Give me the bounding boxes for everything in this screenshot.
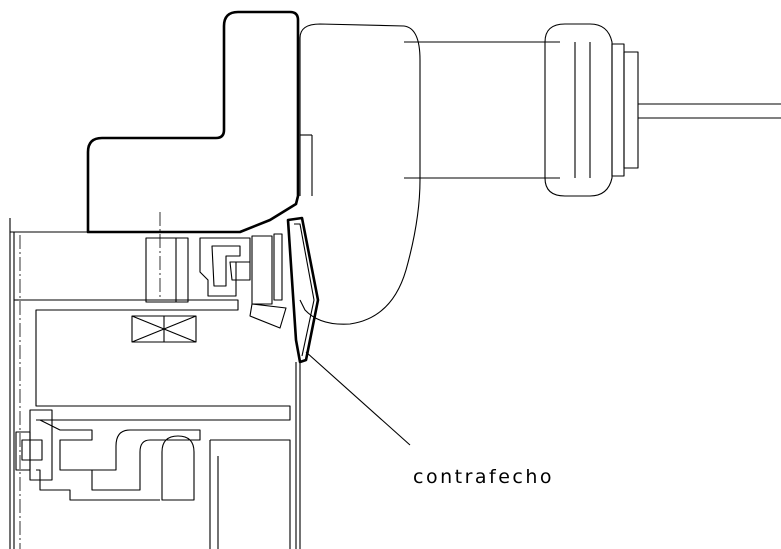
frame-lower-profile: [36, 419, 291, 549]
bolt-nut: [131, 315, 197, 343]
callout-label: contrafecho: [413, 466, 554, 488]
handle-end-cap: [611, 43, 625, 177]
side-clip: [15, 409, 53, 481]
frame-profile-inner: [18, 299, 291, 421]
handle-spindle: [638, 103, 781, 119]
gasket-seal: [199, 233, 287, 329]
bolt-shaft: [145, 237, 189, 303]
lock-body: [86, 10, 300, 234]
callout-leader: [305, 351, 411, 446]
handle-lever: [404, 41, 560, 179]
frame-profile-outer: [9, 218, 240, 549]
handle-rosette: [299, 23, 421, 325]
strike-plate: [286, 216, 320, 549]
handle-grip: [544, 23, 613, 197]
